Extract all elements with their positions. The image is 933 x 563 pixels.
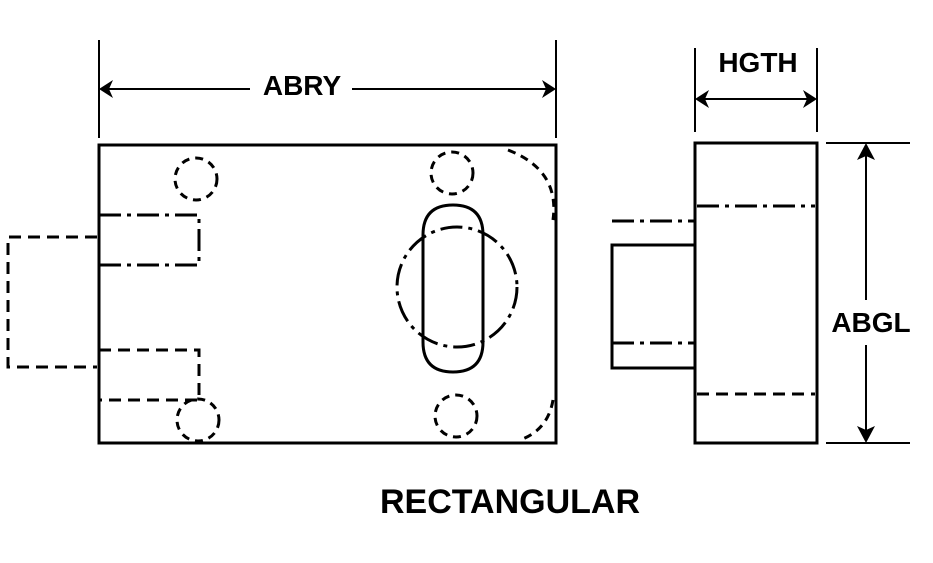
front-lower-slot-hidden xyxy=(99,348,201,402)
side-body-outline xyxy=(693,141,819,445)
abry-label: ABRY xyxy=(263,70,342,101)
front-body-outline xyxy=(97,143,558,445)
side-view: HGTH ABGL xyxy=(610,47,911,445)
front-central-oval-solid xyxy=(421,203,485,374)
front-hole-top-right xyxy=(429,150,475,196)
hgth-arrow-right xyxy=(803,90,817,108)
hgth-label: HGTH xyxy=(718,47,797,78)
abgl-arrow-top xyxy=(857,143,875,160)
front-central-oval-hidden xyxy=(395,225,519,349)
abry-arrow-left xyxy=(99,80,113,98)
front-right-edge-arc-hidden xyxy=(507,148,556,221)
abgl-arrow-bottom xyxy=(857,426,875,443)
hgth-arrow-left xyxy=(695,90,709,108)
front-upper-slot-hidden xyxy=(99,213,201,267)
front-hole-top-left xyxy=(173,156,219,202)
abry-arrow-right xyxy=(542,80,556,98)
shape-caption: RECTANGULAR xyxy=(380,483,640,521)
abgl-label: ABGL xyxy=(831,307,910,338)
front-shaft-hidden-outline xyxy=(6,235,97,369)
front-view: ABRY xyxy=(6,40,558,445)
side-shaft-outline xyxy=(610,243,694,370)
front-hole-bottom-left xyxy=(175,397,221,443)
front-hole-bottom-right xyxy=(433,393,479,439)
front-right-edge-arc-hidden-lower xyxy=(519,399,555,442)
